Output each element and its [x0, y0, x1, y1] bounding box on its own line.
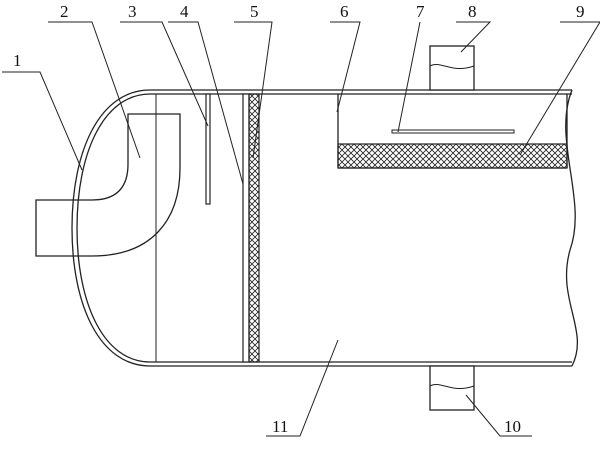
label-10: 10	[504, 417, 521, 436]
label-6: 6	[340, 2, 349, 21]
label-2: 2	[60, 2, 69, 21]
label-1: 1	[13, 51, 22, 70]
label-5: 5	[250, 2, 259, 21]
partition-plate	[242, 93, 250, 363]
label-7: 7	[416, 2, 425, 21]
mesh-filter-layer	[248, 93, 260, 363]
vessel-body	[71, 89, 578, 367]
leader-lines	[2, 21, 600, 437]
packing-layer	[337, 143, 568, 169]
inlet-elbow-pipe	[35, 113, 181, 257]
baffle-plate	[205, 93, 211, 205]
bottom-outlet-nozzle	[429, 365, 475, 411]
label-11: 11	[272, 417, 288, 436]
part-labels: 1 2 3 4 5 6 7 8 9 10 11	[13, 2, 585, 436]
label-4: 4	[180, 2, 189, 21]
distribution-plate	[391, 129, 515, 134]
label-8: 8	[468, 2, 477, 21]
label-9: 9	[576, 2, 585, 21]
top-outlet-nozzle	[429, 45, 475, 91]
label-3: 3	[128, 2, 137, 21]
